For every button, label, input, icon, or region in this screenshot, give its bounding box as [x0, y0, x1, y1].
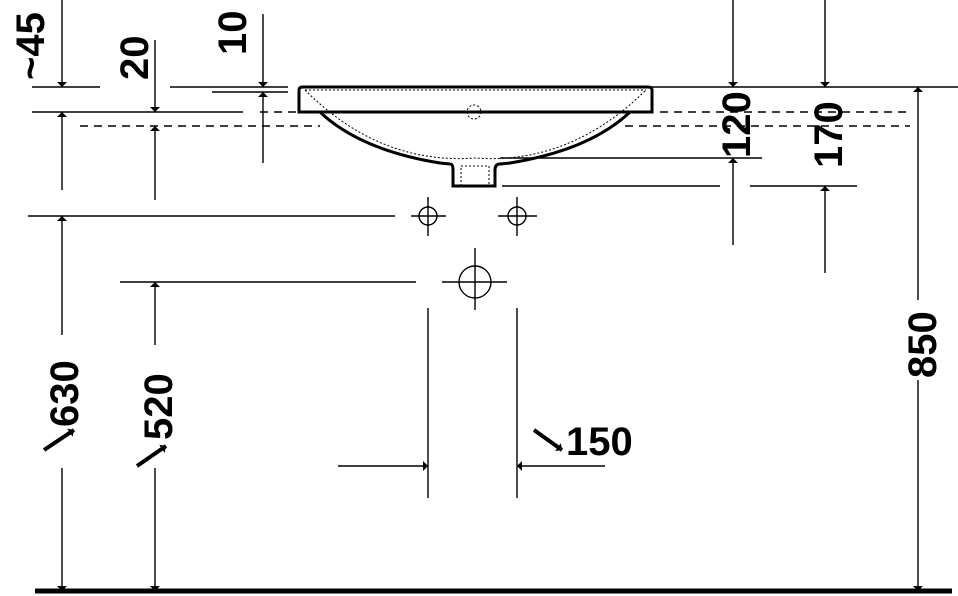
reference-lines	[28, 86, 958, 498]
drain-connection	[442, 248, 507, 310]
dim-overflow-height: ~45	[9, 12, 53, 80]
supply-connection-left	[411, 197, 446, 236]
dim-mount-height: 850	[901, 311, 945, 378]
dim-supply-height: 630	[43, 360, 87, 427]
basin-outline	[297, 85, 654, 188]
dim-drain-height: 520	[137, 373, 181, 440]
dimension-arrows	[42, 0, 923, 591]
dim-bowl-depth: 120	[715, 91, 759, 158]
dim-rim-offset: 20	[113, 36, 157, 81]
dim-supply-spacing: 150	[566, 420, 633, 464]
dim-rim-thickness: 10	[211, 11, 255, 56]
supply-connection-right	[498, 197, 537, 236]
dim-drain-depth: 170	[807, 101, 851, 168]
